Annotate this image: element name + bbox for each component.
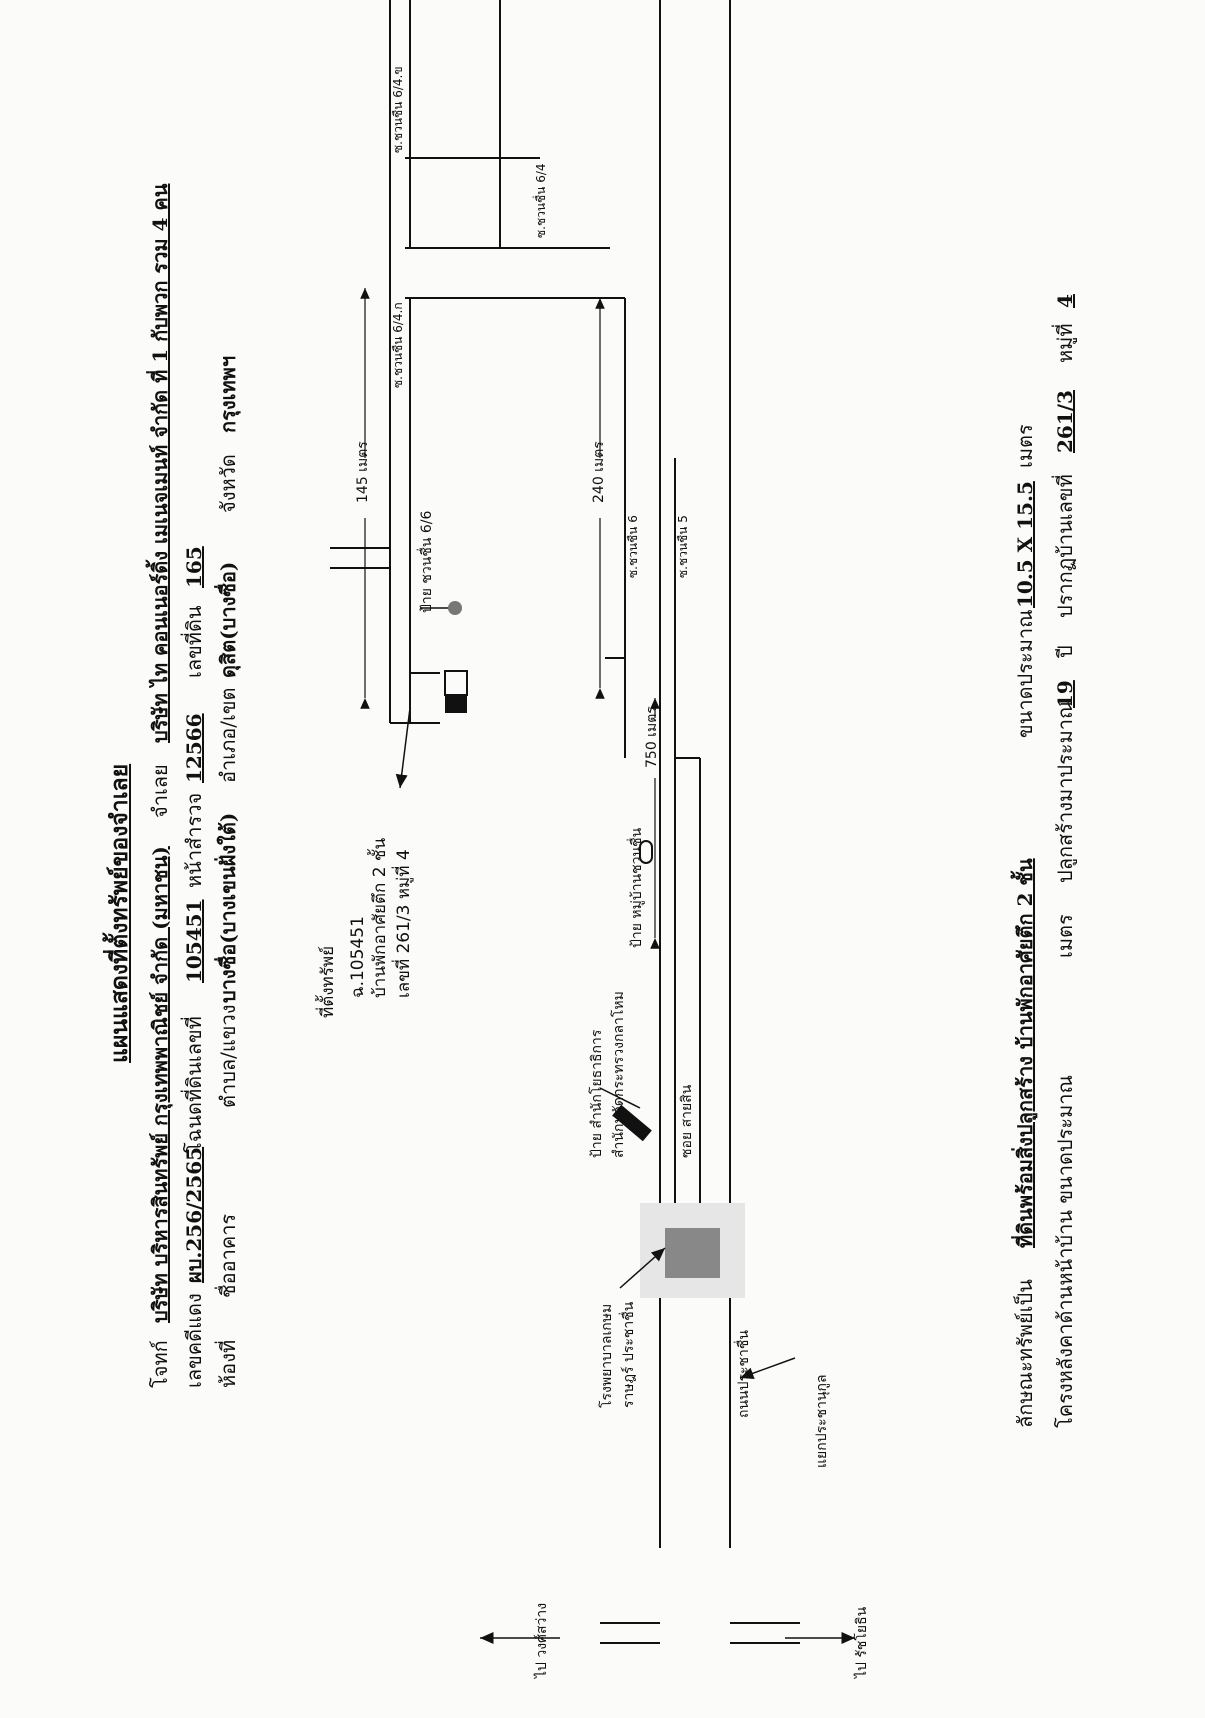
distance-750-label: 750 เมตร [644,706,660,768]
village-sign-icon [639,840,653,864]
sign-chuanchuen-icon [420,601,462,615]
road-lines [330,0,800,1644]
size-unit: เมตร [1013,424,1037,468]
property-house: บ้านพักอาศัยตึก 2 ชั้น [370,837,390,998]
built-age-value: 19 [1053,680,1077,708]
direction-arrows [480,1357,855,1644]
property-type-label: ลักษณะทรัพย์เป็น [1013,1279,1037,1428]
property-deed: ฉ.105451 [348,916,368,998]
village-sign-label: ป้าย หมู่บ้านชวนชื่น [629,827,645,948]
built-age-unit: ปี [1053,645,1077,658]
distance-145-label: 145 เมตร [355,441,371,503]
size-label: ขนาดประมาณ [1013,609,1037,738]
distance-240-label: 240 เมตร [591,441,607,503]
office-label-1: ป้าย สำนักโยธาธิการ [589,1029,605,1158]
intersection-label: แยกประชานุกูล [814,1374,830,1468]
property-type-value: ที่ดินพร้อมสิ่งปลูกสร้าง บ้านพักอาศัยตึก… [1013,858,1037,1248]
soi-6-label: ซ.ชวนชื่น 6 [626,515,640,578]
hospital-building-icon [619,1203,745,1298]
property-marker [395,670,468,789]
soi-5-label: ซ.ชวนชื่น 5 [676,515,690,578]
house-number-label: ปรากฏบ้านเลขที่ [1053,474,1077,618]
roof-unit: เมตร [1053,914,1077,958]
size-value: 10.5 X 15.5 [1013,481,1037,608]
hospital-label-2: ราษฎร์ ประชาชื่น [621,1301,637,1408]
property-title: ที่ตั้งทรัพย์ [318,945,338,1018]
soi-6-4-b-label: ซ.ชวนชื่น 6/4.ข [391,66,405,153]
hospital-label-1: โรงพยาบาลเกษม [599,1303,615,1408]
soi-saisin-label: ซอย สายสิน [679,1084,695,1158]
direction-right-label: ไป รัชโยธิน [854,1606,870,1678]
soi-6-4-label: ซ.ชวนชื่น 6/4 [534,163,548,238]
dimension-arrows [360,288,660,949]
sign-chuanchuen-label: ป้าย ชวนชื่น 6/6 [419,510,435,613]
office-label-2: สำนักปลัดกระทรวงกลาโหม [611,991,627,1158]
direction-left-label: ไป วงศ์สว่าง [534,1602,550,1678]
main-road-label: ถนนประชาชื่น [736,1330,752,1418]
roof-label: โครงหลังคาด้านหน้าบ้าน ขนาดประมาณ [1053,1074,1077,1428]
village-number-value: 4 [1053,294,1077,308]
soi-6-4-a-label: ซ.ชวนชื่น 6/4.ก [391,302,405,388]
built-age-label: ปลูกสร้างมาประมาณ [1053,700,1077,883]
property-address: เลขที่ 261/3 หมู่ที่ 4 [394,849,414,998]
house-number-value: 261/3 [1053,390,1077,453]
village-number-label: หมู่ที่ [1053,323,1077,363]
office-sign-icon [599,1087,652,1142]
